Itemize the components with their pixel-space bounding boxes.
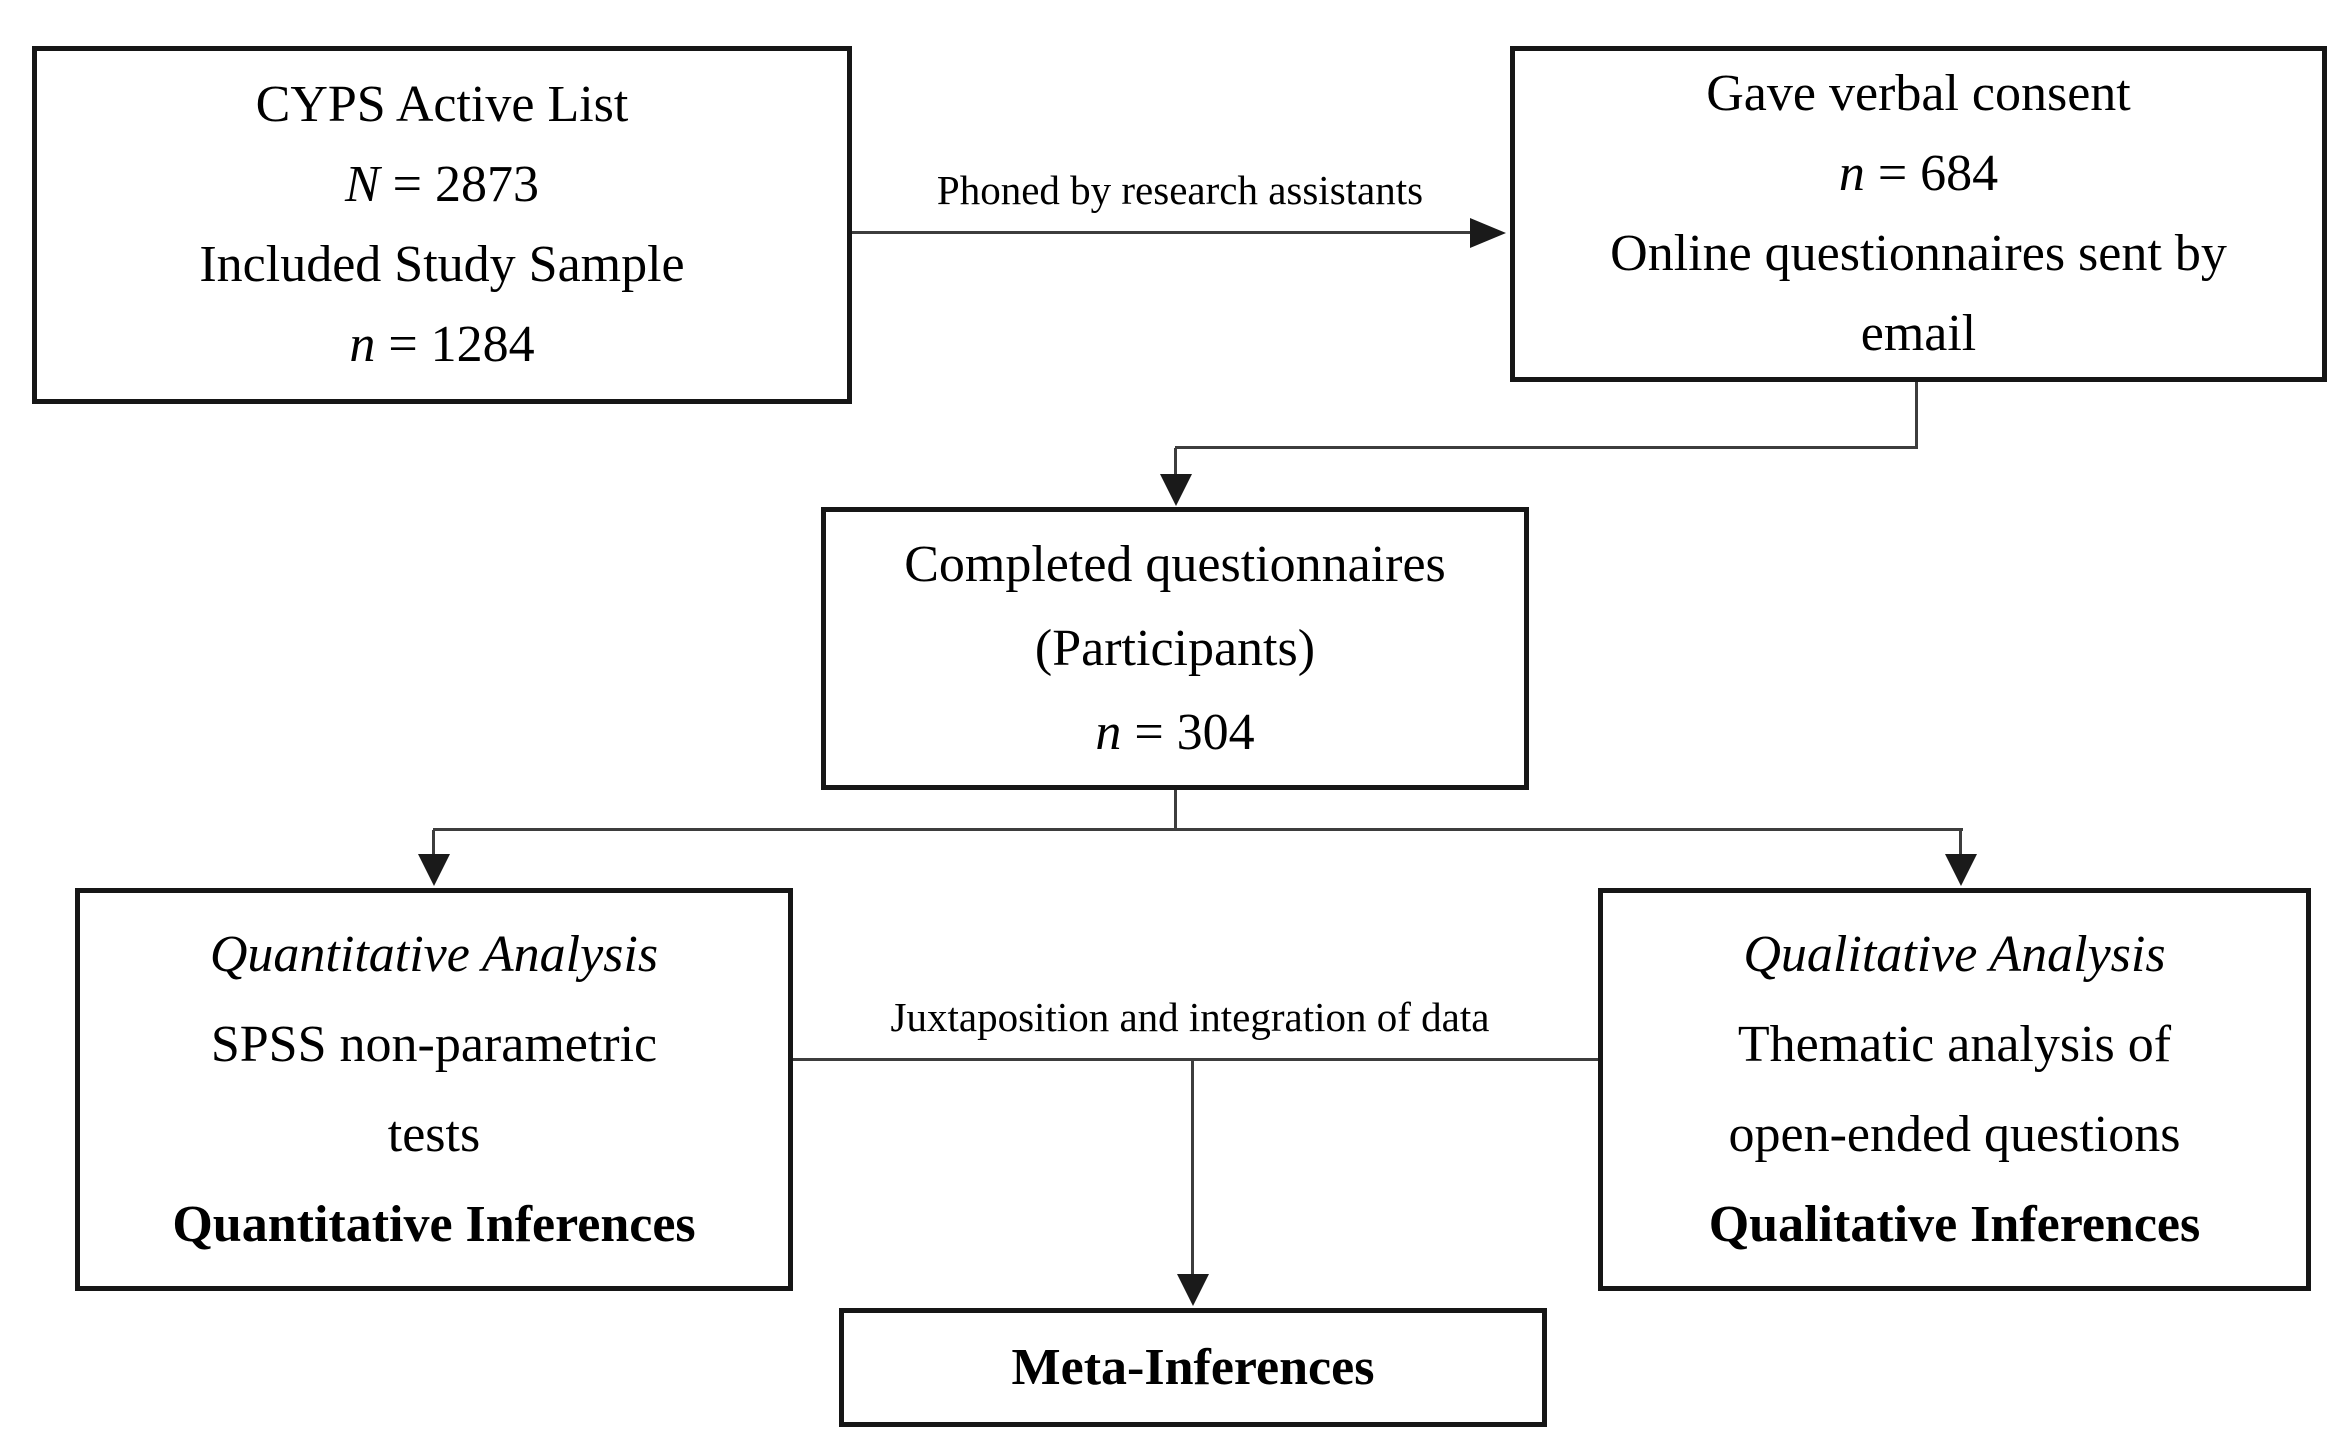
connector-split-stub [1174,790,1177,830]
arrowhead-down-icon [1177,1274,1209,1306]
connector-split-bar [433,828,1963,831]
sample-size-value: = 304 [1121,703,1255,761]
box-line: n = 1284 [349,305,534,385]
box-line: Online questionnaires sent by [1610,225,2227,282]
box-line: open-ended questions [1728,1105,2181,1163]
box-line: (Participants) [1034,619,1316,677]
sample-size-value: = 2873 [379,156,539,213]
box-line: Meta-Inferences [1011,1339,1375,1396]
connector-left-drop [432,830,435,857]
box-line: N = 2873 [345,145,539,225]
connector-phoned-line [852,231,1474,234]
box-cyps-active-list: CYPS Active List N = 2873 Included Study… [32,46,852,404]
box-line: email [1860,305,1977,362]
box-line: Thematic analysis of [1737,1015,2172,1073]
box-completed-questionnaires: Completed questionnaires (Participants) … [821,507,1529,790]
arrowhead-right-icon [1470,218,1506,248]
sample-size-symbol: n [1838,145,1865,202]
connector-label-juxtaposition: Juxtaposition and integration of data [890,994,1490,1040]
box-quantitative-analysis: Quantitative Analysis SPSS non-parametri… [75,888,793,1291]
sample-size-symbol: n [1095,703,1122,761]
connector-consent-drop [1915,382,1918,448]
box-line: Quantitative Inferences [172,1195,696,1253]
arrowhead-down-icon [418,854,450,886]
box-line: Qualitative Inferences [1708,1195,2201,1253]
box-line: SPSS non-parametric [210,1015,658,1073]
connector-meta-drop [1191,1060,1194,1278]
connector-consent-stem [1174,448,1177,478]
sample-size-symbol: N [344,156,380,213]
connector-right-drop [1959,830,1962,857]
box-line: Qualitative Analysis [1743,925,2166,983]
sample-size-value: = 1284 [375,316,535,373]
arrowhead-down-icon [1160,474,1192,506]
box-line: Gave verbal consent [1706,65,2131,122]
box-qualitative-analysis: Qualitative Analysis Thematic analysis o… [1598,888,2311,1291]
connector-label-phoned: Phoned by research assistants [936,167,1424,213]
box-line: Included Study Sample [199,236,685,293]
sample-size-symbol: n [349,316,376,373]
box-line: Quantitative Analysis [209,925,659,983]
box-verbal-consent: Gave verbal consent n = 684 Online quest… [1510,46,2327,382]
box-line: n = 684 [1839,134,1998,214]
box-meta-inferences: Meta-Inferences [839,1308,1547,1427]
box-line: Completed questionnaires [904,535,1446,593]
box-line: n = 304 [1095,691,1254,775]
connector-juxtaposition-bar [793,1058,1598,1061]
box-line: CYPS Active List [255,76,629,133]
box-line: tests [387,1105,481,1163]
connector-consent-elbow [1175,446,1918,449]
arrowhead-down-icon [1945,854,1977,886]
sample-size-value: = 684 [1864,145,1999,202]
